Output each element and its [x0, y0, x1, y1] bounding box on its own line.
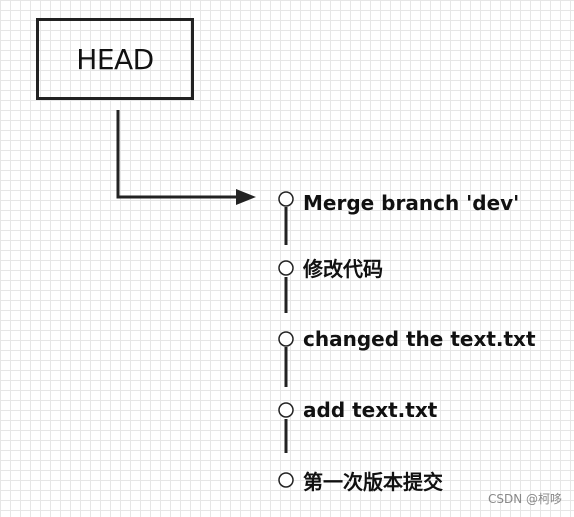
commit-label-merge: Merge branch 'dev'	[303, 191, 520, 215]
head-box	[36, 18, 194, 100]
commit-label-changed-text: changed the text.txt	[303, 327, 536, 351]
commit-node	[278, 402, 294, 418]
head-pointer-line	[116, 110, 238, 199]
commit-label-first-commit: 第一次版本提交	[303, 470, 443, 494]
head-pointer-arrowhead	[236, 189, 256, 205]
watermark: CSDN @柯哆	[487, 492, 562, 506]
commit-node	[278, 472, 294, 488]
commit-node	[278, 331, 294, 347]
commit-label-modify-code: 修改代码	[303, 257, 383, 281]
commit-node	[278, 260, 294, 276]
commit-label-add-text: add text.txt	[303, 398, 438, 422]
commit-node	[278, 191, 294, 207]
head-label: HEAD	[76, 42, 154, 76]
